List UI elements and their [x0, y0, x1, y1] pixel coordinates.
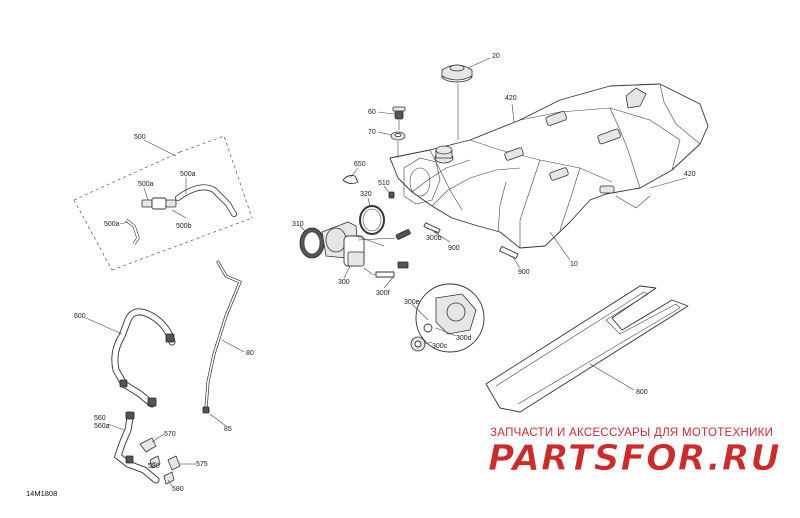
callout-300f: 300f — [376, 290, 390, 297]
callout-500a: 500a — [180, 171, 196, 178]
fuel-pump — [321, 221, 411, 278]
callout-500b: 500b — [176, 223, 192, 230]
callout-570: 570 — [164, 431, 176, 438]
callout-900: 900 — [518, 269, 530, 276]
callout-320: 320 — [360, 191, 372, 198]
fuel-cap — [441, 64, 473, 140]
fuel-tank — [389, 83, 709, 249]
callout-60: 60 — [368, 109, 376, 116]
callout-575: 575 — [196, 461, 208, 468]
watermark: ЗАПЧАСТИ И АКСЕССУАРЫ ДЛЯ МОТОТЕХНИКИ PA… — [488, 427, 781, 479]
callout-70: 70 — [368, 129, 376, 136]
watermark-logo: PARTSFOR.RU — [488, 438, 781, 479]
callout-300d: 300d — [456, 335, 472, 342]
callout-310: 310 — [292, 221, 304, 228]
callout-510: 510 — [378, 180, 390, 187]
callout-800: 800 — [636, 389, 648, 396]
clips-570-575-580 — [139, 437, 181, 485]
callout-80: 80 — [246, 350, 254, 357]
watermark-tagline: ЗАПЧАСТИ И АКСЕССУАРЫ ДЛЯ МОТОТЕХНИКИ — [490, 427, 773, 439]
grommet — [390, 131, 406, 158]
kit-500-frame — [73, 135, 253, 271]
callout-560: 560 — [94, 415, 106, 422]
callout-650: 650 — [354, 161, 366, 168]
callout-10: 10 — [570, 261, 578, 268]
callout-20: 20 — [492, 53, 500, 60]
fuel-pump-filter-assembly — [410, 283, 485, 353]
leader-lines — [85, 57, 687, 487]
vent-valve — [392, 106, 406, 130]
callout-500a: 500a — [138, 181, 154, 188]
bolt — [388, 191, 395, 199]
callout-300: 300 — [338, 279, 350, 286]
hose-600 — [111, 308, 176, 408]
clamp — [342, 175, 359, 185]
callout-300b: 300b — [426, 235, 442, 242]
callout-420: 420 — [505, 95, 517, 102]
hose-560 — [113, 411, 160, 484]
callout-500: 500 — [134, 134, 146, 141]
fuel-pump-seal — [359, 205, 385, 235]
callout-900: 900 — [448, 245, 460, 252]
callout-580: 580 — [148, 463, 160, 470]
callout-500a: 500a — [104, 221, 120, 228]
vent-hose-80 — [202, 260, 242, 414]
callout-420: 420 — [684, 171, 696, 178]
callout-300c: 300c — [432, 343, 448, 350]
diagram-code: 14M1808 — [26, 489, 57, 498]
callout-600: 600 — [74, 313, 86, 320]
heat-shield — [485, 285, 689, 413]
hose-500 — [125, 184, 237, 245]
callout-560a: 560a — [94, 423, 110, 430]
lock-ring — [299, 227, 325, 259]
callout-580: 580 — [172, 486, 184, 493]
callout-85: 85 — [224, 426, 232, 433]
callout-labels: 20 420 420 60 70 650 510 320 310 300 300… — [74, 53, 696, 493]
callout-300e: 300e — [404, 299, 420, 306]
